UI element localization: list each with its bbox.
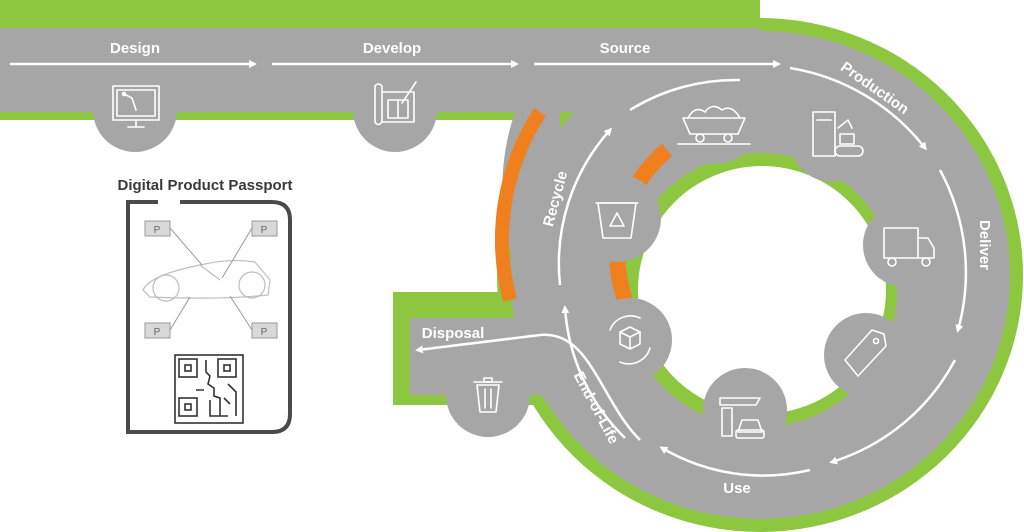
passport-frame: [126, 200, 292, 434]
trash-can-icon: [473, 377, 503, 413]
stage-label-use: Use: [723, 480, 751, 497]
box-cycle-icon: [609, 315, 651, 365]
stage-label-design: Design: [110, 40, 160, 57]
factory-robot-icon: [812, 111, 864, 157]
blueprint-icon: [374, 81, 417, 126]
passport-tags: [144, 220, 278, 339]
stage-label-develop: Develop: [363, 40, 421, 57]
recycle-stripe-outer: [495, 108, 546, 302]
car-icon: [142, 259, 271, 302]
price-tag-icon: [844, 329, 887, 377]
mine-cart-icon: [677, 105, 751, 145]
tag-label: P: [261, 225, 268, 236]
tag-label: P: [154, 225, 161, 236]
flow-arrows: [10, 60, 968, 477]
recycle-bin-icon: [595, 202, 639, 239]
fuel-station-car-icon: [719, 397, 765, 439]
stage-label-disposal: Disposal: [422, 325, 485, 342]
stage-bubbles: [93, 68, 947, 452]
qr-code-icon: [174, 354, 244, 424]
stage-label-deliver: Deliver: [976, 220, 993, 270]
inner-hole: [638, 166, 886, 414]
passport-title: Digital Product Passport: [117, 177, 292, 194]
design-monitor-icon: [112, 85, 160, 128]
stage-label-source: Source: [600, 40, 651, 57]
tag-label: P: [154, 327, 161, 338]
truck-icon: [883, 227, 935, 267]
tag-label: P: [261, 327, 268, 338]
